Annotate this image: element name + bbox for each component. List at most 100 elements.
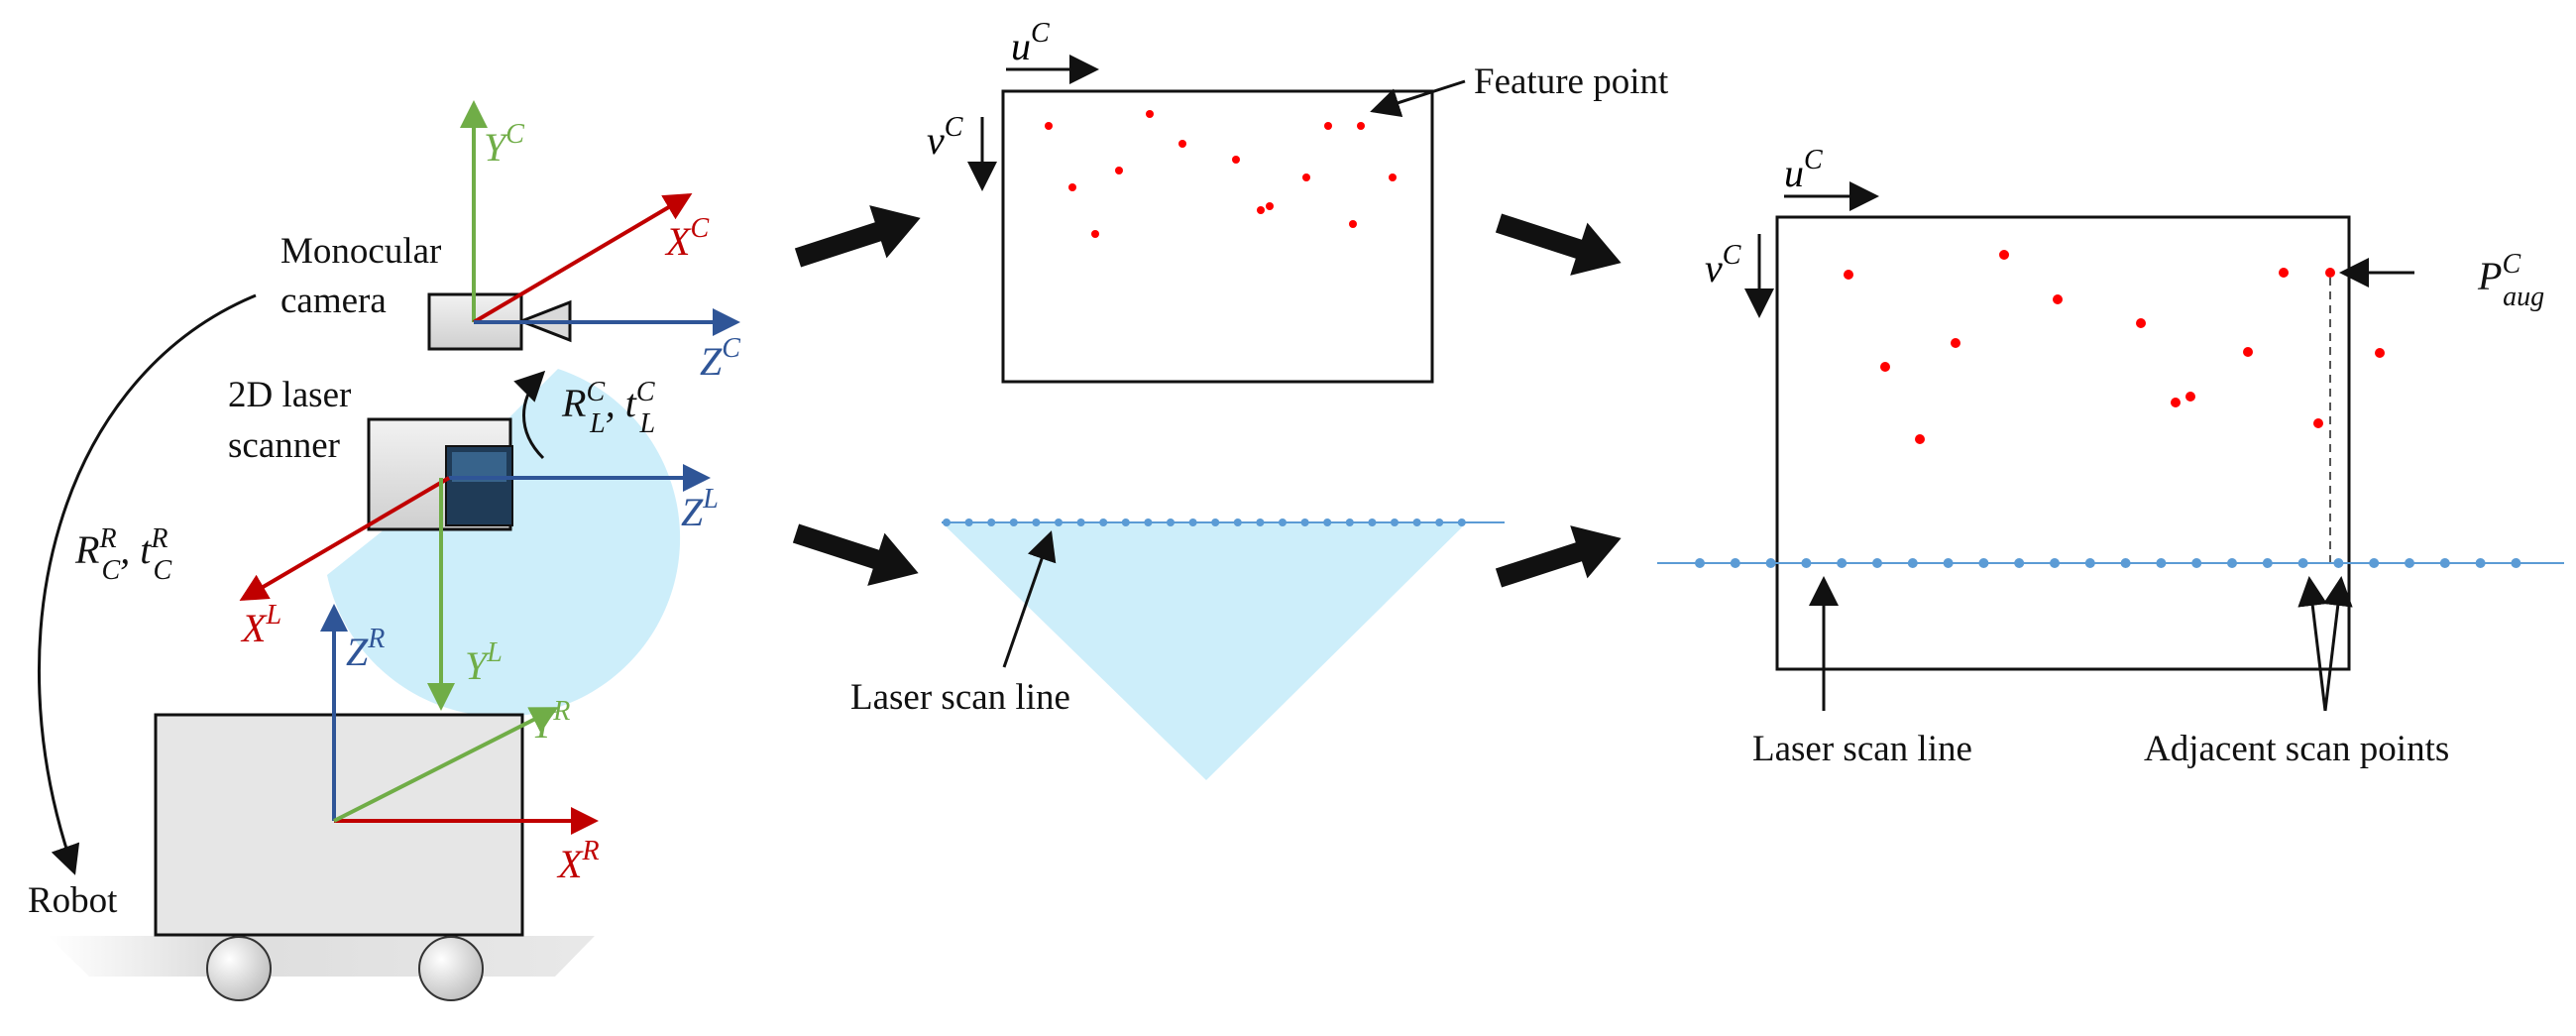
feature-point bbox=[1349, 220, 1357, 228]
feature-point bbox=[2375, 348, 2385, 358]
robot-label: Robot bbox=[28, 880, 118, 921]
scan-point bbox=[1211, 518, 1220, 526]
scan-point bbox=[1391, 518, 1399, 526]
robot-body bbox=[154, 713, 524, 937]
feature-point bbox=[1302, 173, 1310, 181]
block-arrow-top-left bbox=[794, 205, 921, 268]
scan-point bbox=[2156, 558, 2167, 568]
feature-point bbox=[1178, 140, 1186, 148]
zr-label: ZR bbox=[346, 624, 385, 674]
feature-point bbox=[1068, 183, 1076, 191]
feature-point bbox=[1266, 202, 1274, 210]
scan-point bbox=[1121, 518, 1130, 526]
xr-label: XR bbox=[556, 836, 600, 886]
scan-points-right bbox=[1695, 558, 2521, 568]
augmented-feature-point bbox=[2325, 268, 2335, 278]
scan-point bbox=[1167, 518, 1175, 526]
feature-point bbox=[2313, 418, 2323, 428]
feature-point bbox=[1951, 338, 1960, 348]
block-arrow-top-right bbox=[1495, 213, 1622, 276]
scan-point bbox=[1099, 518, 1108, 526]
u-label-mid: uC bbox=[1011, 18, 1050, 68]
adjacent-scan-point-pointer-2 bbox=[2322, 576, 2353, 712]
laser-scan-panel: Laser scan line bbox=[850, 518, 1505, 780]
scan-point bbox=[1055, 518, 1063, 526]
scan-point bbox=[1695, 558, 1705, 568]
scan-point bbox=[1144, 518, 1153, 526]
laser-scan-line-label-right: Laser scan line bbox=[1752, 729, 1972, 769]
scan-point bbox=[943, 518, 951, 526]
feature-point bbox=[2136, 318, 2146, 328]
block-arrow-bottom-left bbox=[792, 523, 919, 586]
scan-point bbox=[2084, 558, 2095, 568]
xl-axis bbox=[239, 476, 451, 602]
xl-label: XL bbox=[240, 600, 281, 650]
feature-point bbox=[1844, 270, 1853, 280]
feature-point bbox=[2053, 294, 2063, 304]
adjacent-scan-points-label: Adjacent scan points bbox=[2144, 729, 2449, 769]
block-arrow-bottom-right bbox=[1495, 525, 1622, 588]
feature-point bbox=[1146, 110, 1154, 118]
scan-point bbox=[1907, 558, 1918, 568]
feature-point bbox=[1880, 362, 1890, 372]
laser-scan-line-label-mid: Laser scan line bbox=[850, 677, 1070, 718]
scan-points-mid bbox=[943, 518, 1466, 526]
laser-to-camera-transform-arrow bbox=[513, 370, 546, 460]
zl-label: ZL bbox=[681, 484, 719, 534]
scan-point bbox=[1279, 518, 1287, 526]
xc-label: XC bbox=[664, 213, 709, 264]
scan-point bbox=[1730, 558, 1740, 568]
sensor-rig-section: Monocular camera 2D laser scanner Robot … bbox=[28, 100, 740, 1001]
scan-point bbox=[1323, 518, 1332, 526]
scan-point bbox=[2050, 558, 2060, 568]
scan-point bbox=[1801, 558, 1812, 568]
scan-point bbox=[2120, 558, 2131, 568]
v-label-right: vC bbox=[1705, 240, 1741, 290]
scan-point bbox=[1256, 518, 1265, 526]
scan-point bbox=[1837, 558, 1848, 568]
yl-label: YL bbox=[465, 637, 503, 688]
feature-point-pointer bbox=[1370, 79, 1466, 117]
scan-point bbox=[1009, 518, 1018, 526]
scan-point bbox=[1300, 518, 1309, 526]
scan-point bbox=[2262, 558, 2273, 568]
scan-point bbox=[1076, 518, 1085, 526]
scan-point bbox=[1435, 518, 1444, 526]
scan-point bbox=[987, 518, 996, 526]
flow-arrows bbox=[792, 205, 1622, 588]
scan-point bbox=[1368, 518, 1377, 526]
scan-point bbox=[1457, 518, 1466, 526]
robot-wheel-left bbox=[206, 936, 272, 1001]
scan-point bbox=[1345, 518, 1354, 526]
feature-point bbox=[1389, 173, 1397, 181]
yr-label: YR bbox=[531, 696, 570, 747]
u-label-right: uC bbox=[1784, 145, 1823, 195]
scan-point bbox=[2014, 558, 2025, 568]
scan-point bbox=[1943, 558, 1954, 568]
feature-point bbox=[1091, 230, 1099, 238]
laser-scanner-label-2: scanner bbox=[228, 425, 340, 466]
scan-point bbox=[2191, 558, 2202, 568]
feature-point bbox=[1999, 250, 2009, 260]
scan-point bbox=[1032, 518, 1041, 526]
adjacent-scan-point-pointer-1 bbox=[2297, 576, 2328, 712]
feature-points-mid bbox=[1045, 110, 1397, 238]
zc-label: ZC bbox=[700, 333, 740, 384]
scan-point bbox=[2405, 558, 2414, 568]
camera-image-frame bbox=[1001, 89, 1434, 384]
laser-scan-line-pointer-mid bbox=[1002, 530, 1057, 668]
feature-point bbox=[1324, 122, 1332, 130]
xc-axis bbox=[472, 192, 693, 324]
laser-scanner-label: 2D laser bbox=[228, 375, 351, 415]
scan-point bbox=[964, 518, 973, 526]
scan-point bbox=[1872, 558, 1882, 568]
augmented-image-frame bbox=[1775, 215, 2351, 671]
yc-label: YC bbox=[484, 119, 524, 170]
feature-point-label: Feature point bbox=[1474, 61, 1669, 102]
feature-point bbox=[1915, 434, 1925, 444]
scan-point bbox=[2369, 558, 2380, 568]
